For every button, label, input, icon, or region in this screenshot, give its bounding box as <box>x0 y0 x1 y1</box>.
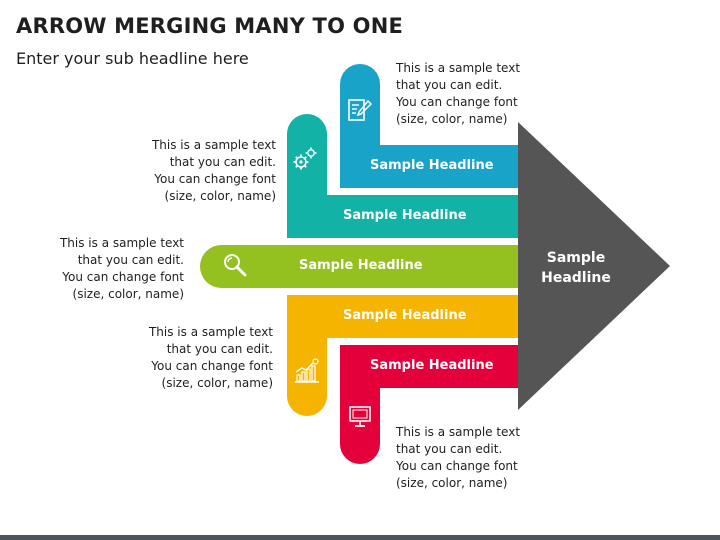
bar-blue <box>340 145 520 188</box>
bar-green-headline: Sample Headline <box>299 258 423 273</box>
page-subtitle: Enter your sub headline here <box>16 49 249 68</box>
description-top: This is a sample text that you can edit.… <box>396 61 521 126</box>
bar-green <box>200 245 520 288</box>
search-icon <box>224 254 247 277</box>
bar-yellow <box>287 295 520 338</box>
gears-icon <box>293 147 317 170</box>
description-middle-left: This is a sample text that you can edit.… <box>59 236 184 301</box>
arrow-head <box>518 122 670 410</box>
description-bottom: This is a sample text that you can edit.… <box>396 425 521 490</box>
description-lower-left: This is a sample text that you can edit.… <box>148 325 273 390</box>
bar-teal <box>287 195 520 238</box>
description-upper-left: This is a sample text that you can edit.… <box>151 138 276 203</box>
page-title: ARROW MERGING MANY TO ONE <box>16 14 404 38</box>
bar-red <box>340 345 520 388</box>
edit-document-icon <box>348 99 372 121</box>
arrow-headline-line2: Headline <box>541 270 611 286</box>
bar-blue-headline: Sample Headline <box>370 158 494 173</box>
footer-bar <box>0 535 720 540</box>
arrow-headline-line1: Sample <box>546 250 606 266</box>
bar-teal-headline: Sample Headline <box>343 208 467 223</box>
arrow-headline: Sample Headline <box>518 248 634 288</box>
monitor-icon <box>349 406 371 427</box>
bar-yellow-headline: Sample Headline <box>343 308 467 323</box>
bar-red-headline: Sample Headline <box>370 358 494 373</box>
growth-chart-icon <box>295 358 319 383</box>
